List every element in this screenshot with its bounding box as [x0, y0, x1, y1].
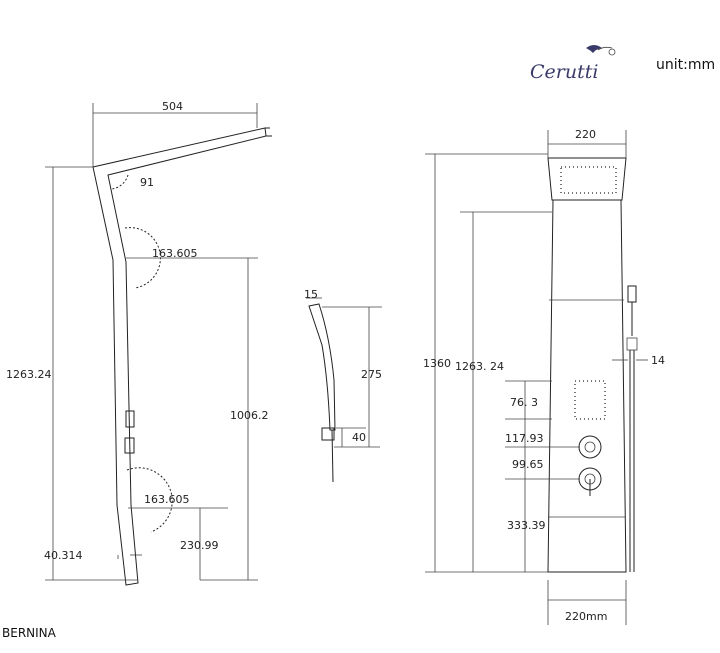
dim-bottom-offset: 40.314: [44, 549, 83, 562]
mixer-knob: [578, 467, 602, 496]
dim-angle-lower: 163.605: [144, 493, 190, 506]
handshower-outline: [308, 303, 336, 431]
front-panel-outline: [547, 199, 627, 573]
dim-angle-top: 91: [140, 176, 154, 189]
dim-top-width: 504: [162, 100, 183, 113]
diverter-knob: [578, 435, 602, 459]
brand-name: Cerutti: [530, 61, 598, 83]
dim-gap-3: 333.39: [507, 519, 546, 532]
angle-arc-lower: [126, 467, 173, 533]
dim-handshower-width: 15: [304, 288, 318, 301]
bird-logo-icon: [586, 45, 616, 56]
side-view: 504 91 163.605 163.605 1263.24 1006.2 23…: [6, 100, 272, 586]
front-view: 220 220mm 1360 1263. 24 76. 3 117.93 99.…: [423, 128, 665, 625]
shower-arm-tip: [265, 127, 272, 137]
dim-front-body-height: 1263. 24: [455, 360, 504, 373]
side-handshower: [626, 285, 638, 572]
dim-gap-1: 117.93: [505, 432, 544, 445]
unit-label: unit:mm: [656, 57, 715, 73]
dim-mid-height: 1006.2: [230, 409, 269, 422]
angle-arc-top: [111, 174, 129, 190]
handshower-view: 15 275 40: [304, 288, 382, 483]
handshower-holder: [321, 427, 335, 441]
dim-handshower-holder: 40: [352, 431, 366, 444]
rain-head-nozzles: [560, 166, 617, 194]
dim-jets-height: 76. 3: [510, 396, 538, 409]
dim-front-bottom-width: 220mm: [565, 610, 607, 623]
brand-logo: Cerutti: [530, 45, 616, 83]
angle-arc-upper: [124, 227, 161, 289]
side-control-lower: [124, 437, 135, 454]
model-name: BERNINA: [2, 626, 57, 640]
side-panel-outline: [92, 127, 267, 586]
dim-gap-2: 99.65: [512, 458, 544, 471]
rain-head: [547, 157, 627, 201]
dim-angle-upper: 163.605: [152, 247, 198, 260]
side-control-upper: [125, 410, 135, 428]
dim-handshower-height: 275: [361, 368, 382, 381]
dim-low-height: 230.99: [180, 539, 219, 552]
dim-front-total-height: 1360: [423, 357, 451, 370]
dim-total-height: 1263.24: [6, 368, 52, 381]
dim-front-top-width: 220: [575, 128, 596, 141]
body-jets: [574, 380, 606, 420]
dim-side-offset: 14: [651, 354, 665, 367]
